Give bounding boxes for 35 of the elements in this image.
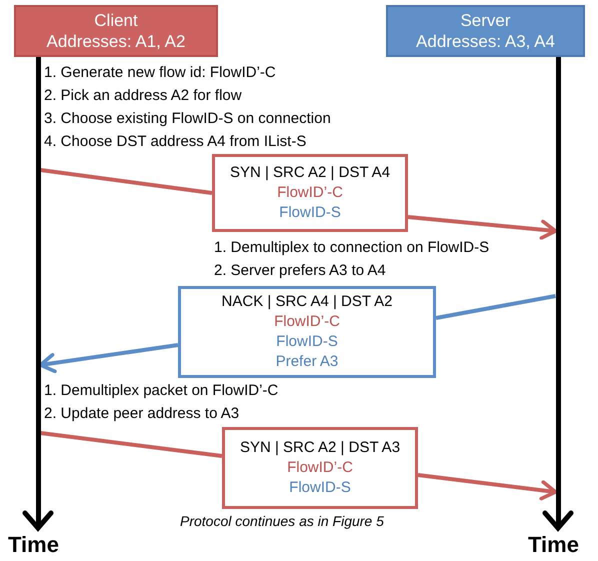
message-field: FlowID’-C — [277, 183, 343, 203]
actor-label: Addresses: A1, A2 — [46, 31, 186, 52]
step-text: 1. Demultiplex packet on FlowID’-C — [44, 381, 278, 400]
message-field: SYN | SRC A2 | DST A4 — [230, 163, 390, 183]
step-text: 2. Update peer address to A3 — [44, 404, 240, 423]
step-text: 4. Choose DST address A4 from IList-S — [44, 132, 306, 151]
axis-label: Time — [528, 532, 579, 558]
step-text: 3. Choose existing FlowID-S on connection — [44, 109, 331, 128]
message-box — [178, 286, 436, 378]
lifeline — [556, 57, 560, 525]
message-field: NACK | SRC A4 | DST A2 — [222, 292, 392, 312]
arrow — [418, 473, 558, 500]
arrow — [38, 343, 178, 374]
lifeline — [36, 57, 40, 525]
axis-label: Time — [8, 532, 59, 558]
arrow — [408, 215, 558, 240]
actor-box — [14, 5, 218, 57]
message-field: FlowID-S — [289, 478, 351, 498]
step-text: 1. Demultiplex to connection on FlowID-S — [214, 238, 490, 257]
message-field: FlowID’-C — [274, 312, 340, 332]
message-field: FlowID’-C — [287, 458, 353, 478]
message-box — [212, 154, 408, 232]
message-field: SYN | SRC A2 | DST A3 — [240, 438, 400, 458]
step-text: 1. Generate new flow id: FlowID’-C — [44, 63, 276, 82]
step-text: 2. Server prefers A3 to A4 — [214, 261, 386, 280]
actor-label: Client — [94, 10, 138, 31]
actor-label: Server — [460, 10, 511, 31]
step-text: 2. Pick an address A2 for flow — [44, 86, 242, 105]
message-field: Prefer A3 — [276, 352, 338, 372]
note-text: Protocol continues as in Figure 5 — [180, 512, 384, 531]
message-field: FlowID-S — [276, 332, 338, 352]
actor-label: Addresses: A3, A4 — [416, 31, 555, 52]
message-field: FlowID-S — [279, 203, 341, 223]
message-box — [222, 427, 418, 509]
actor-box — [386, 5, 585, 57]
